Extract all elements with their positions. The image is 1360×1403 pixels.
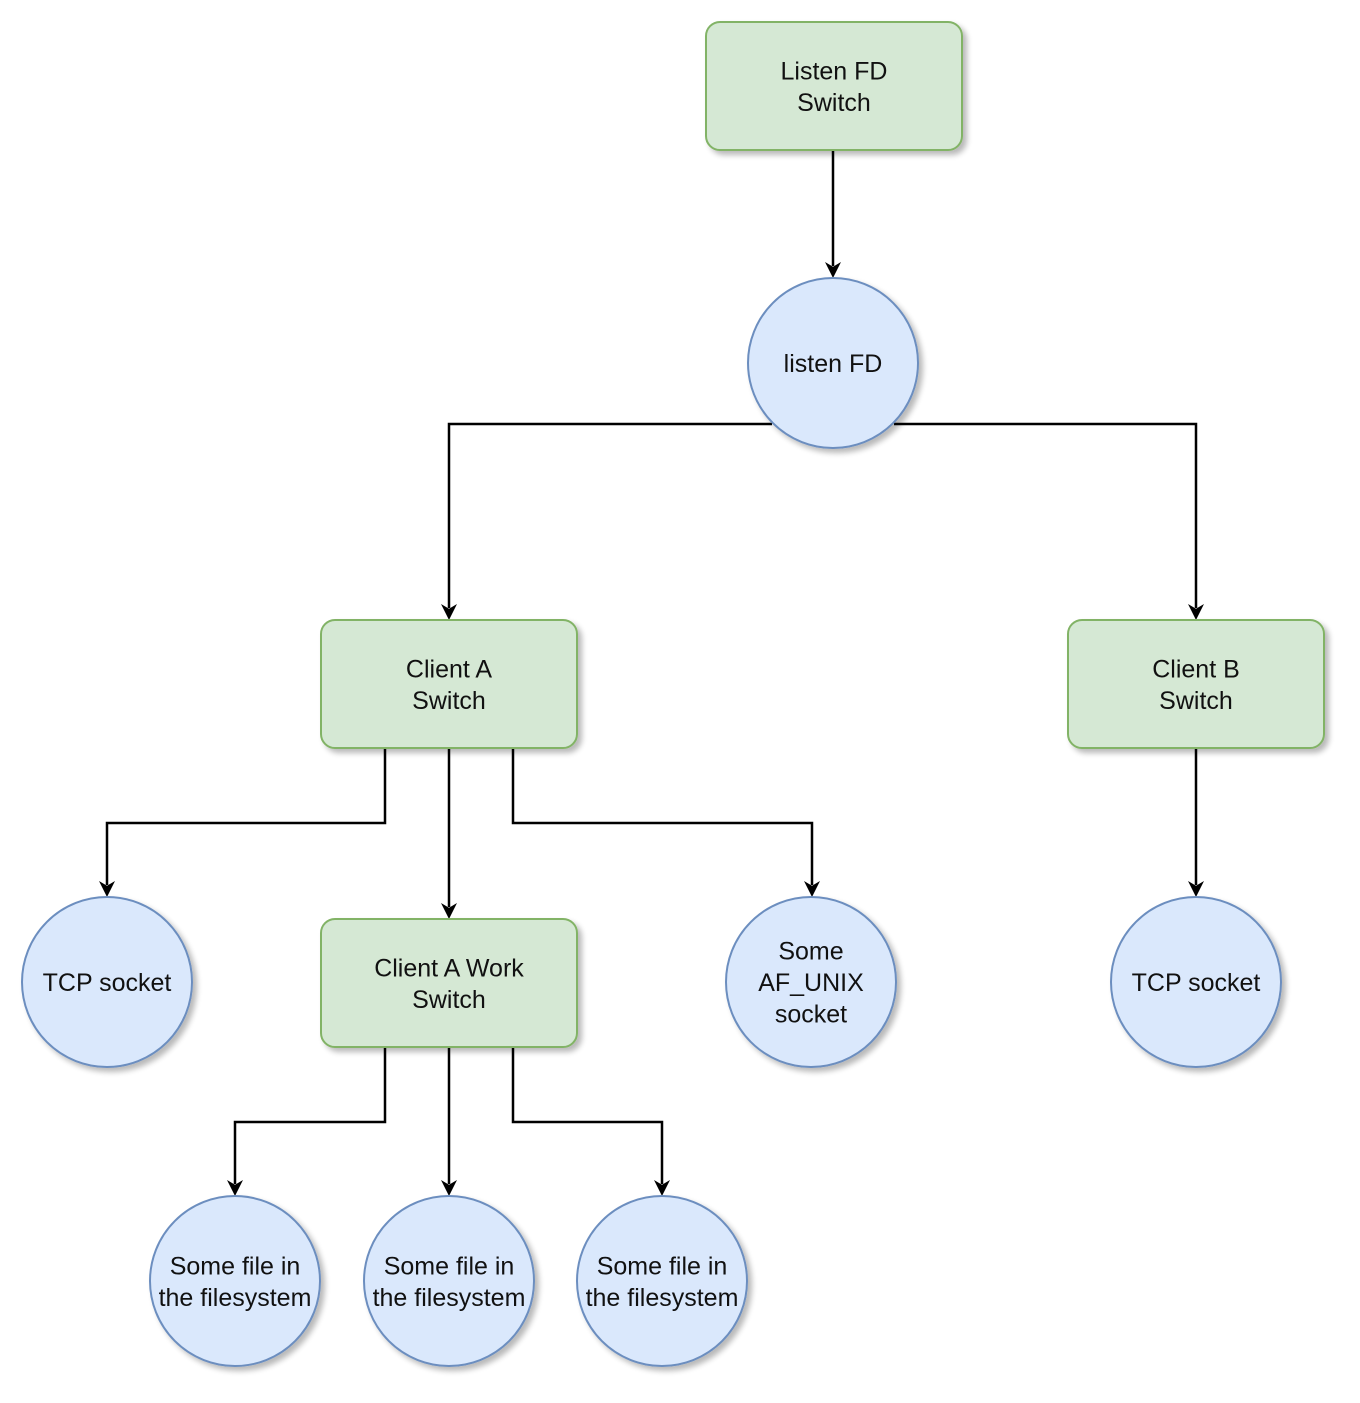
node-listen-fd-switch[interactable]: Listen FD Switch [705,21,963,151]
arrowhead-icon [441,903,457,919]
resource-circle [1110,896,1282,1068]
edge-listen-fd-switch-to-listen-fd [825,150,841,278]
edge-client-a-work-switch-to-file-3 [511,1047,670,1196]
switch-box [320,918,578,1048]
edge-client-a-switch-to-tcp-socket-a [99,748,387,897]
node-label-line: TCP socket [43,969,172,997]
node-label-line: Client B [1152,655,1240,683]
arrowhead-icon [825,262,841,278]
arrowhead-icon [441,604,457,620]
node-label: listen FD [784,350,883,378]
node-label-line: Some file in [384,1252,515,1280]
node-label-line: Some [778,938,843,966]
edges-layer [99,150,1204,1196]
node-label: Client B Switch [1152,655,1240,715]
edge-line [105,748,387,885]
edge-client-a-switch-to-client-a-work-switch [441,748,457,919]
arrowhead-icon [1188,604,1204,620]
node-label: Some file in the filesystem [159,1252,312,1312]
switch-box [705,21,963,151]
edge-client-b-switch-to-tcp-socket-b [1188,748,1204,897]
switch-box [1067,619,1325,749]
edge-client-a-switch-to-af-unix-socket [511,748,820,897]
node-listen-fd[interactable]: listen FD [747,277,919,449]
node-label-line: Switch [412,687,486,715]
node-label-line: Client A Work [374,954,524,982]
node-label: Client A Switch [406,655,492,715]
switch-box [320,619,578,749]
node-label-line: Some file in [170,1252,301,1280]
node-client-a-switch[interactable]: Client A Switch [320,619,578,749]
resource-circle [747,277,919,449]
node-label-line: TCP socket [1132,969,1261,997]
edge-listen-fd-to-client-b-switch [894,422,1204,620]
edge-line [511,748,814,885]
node-label-line: Switch [1159,687,1233,715]
node-label-line: Switch [412,986,486,1014]
node-label-line: the filesystem [586,1284,739,1312]
node-file-1[interactable]: Some file in the filesystem [149,1195,321,1367]
resource-circle [576,1195,748,1367]
node-label: Listen FD Switch [781,57,888,117]
resource-circle [725,896,897,1068]
arrowhead-icon [654,1180,670,1196]
arrowhead-icon [804,881,820,897]
node-label-line: listen FD [784,350,883,378]
edge-line [233,1047,387,1184]
arrowhead-icon [99,881,115,897]
node-label-line: the filesystem [373,1284,526,1312]
node-label: TCP socket [43,969,172,997]
node-label-line: the filesystem [159,1284,312,1312]
node-tcp-socket-b[interactable]: TCP socket [1110,896,1282,1068]
node-client-b-switch[interactable]: Client B Switch [1067,619,1325,749]
node-file-2[interactable]: Some file in the filesystem [363,1195,535,1367]
node-label: Some file in the filesystem [586,1252,739,1312]
node-label-line: Client A [406,655,492,683]
resource-circle [21,896,193,1068]
resource-circle [363,1195,535,1367]
node-tcp-socket-a[interactable]: TCP socket [21,896,193,1068]
node-label-line: Listen FD [781,57,888,85]
node-file-3[interactable]: Some file in the filesystem [576,1195,748,1367]
node-label-line: Switch [797,89,871,117]
edge-client-a-work-switch-to-file-1 [227,1047,387,1196]
node-label: TCP socket [1132,969,1261,997]
edge-listen-fd-to-client-a-switch [441,422,772,620]
node-label: Some file in the filesystem [373,1252,526,1312]
edge-line [894,422,1198,608]
arrowhead-icon [227,1180,243,1196]
edge-line [447,422,772,608]
arrowhead-icon [441,1180,457,1196]
arrowhead-icon [1188,881,1204,897]
node-label-line: Some file in [597,1252,728,1280]
node-label-line: socket [775,1001,847,1029]
edge-client-a-work-switch-to-file-2 [441,1047,457,1196]
node-label-line: AF_UNIX [758,969,864,997]
edge-line [511,1047,664,1184]
resource-circle [149,1195,321,1367]
